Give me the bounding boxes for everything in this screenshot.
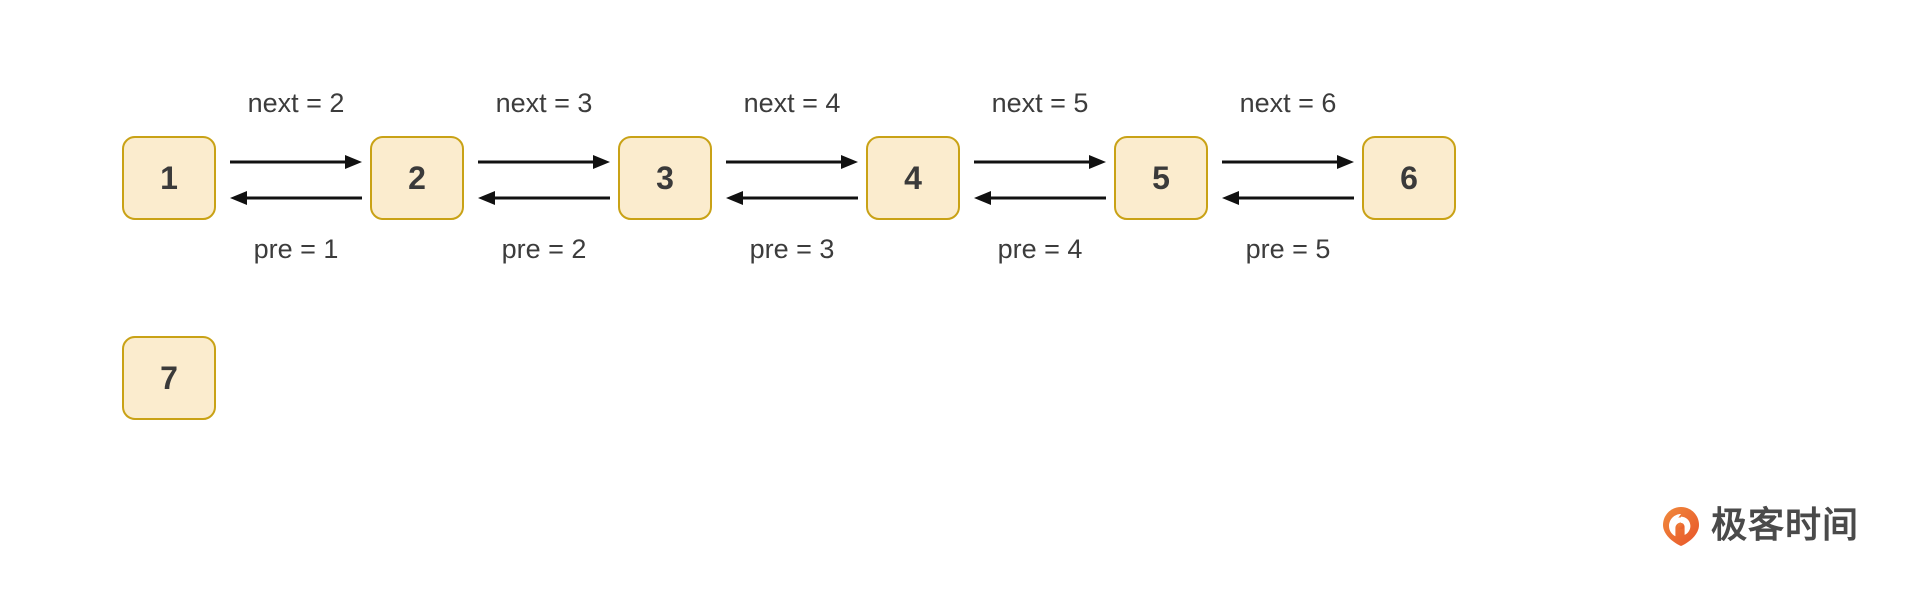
node-value-label: 4 bbox=[904, 160, 922, 196]
node-value-label: 3 bbox=[656, 160, 674, 196]
node-box-4: 4 bbox=[866, 136, 960, 220]
pre-pointer-label: pre = 2 bbox=[501, 234, 587, 264]
pre-pointer-label: pre = 5 bbox=[1245, 234, 1331, 264]
node-box-6: 6 bbox=[1362, 136, 1456, 220]
node-value-label: 5 bbox=[1152, 160, 1170, 196]
node-box-1: 1 bbox=[122, 136, 216, 220]
next-pointer-label: next = 3 bbox=[495, 88, 593, 118]
node-value-label: 7 bbox=[160, 360, 178, 396]
node-value-label: 1 bbox=[160, 160, 178, 196]
next-pointer-label: next = 2 bbox=[247, 88, 345, 118]
pre-pointer-label: pre = 3 bbox=[749, 234, 835, 264]
arrow-pair-icon bbox=[1222, 155, 1354, 205]
node-box-5: 5 bbox=[1114, 136, 1208, 220]
link-group-2-to-3: next = 3 pre = 2 bbox=[476, 90, 612, 263]
link-group-3-to-4: next = 4 pre = 3 bbox=[724, 90, 860, 263]
brand-logo: 极客时间 bbox=[1660, 505, 1859, 547]
next-pointer-label: next = 4 bbox=[743, 88, 841, 118]
node-value-label: 2 bbox=[408, 160, 426, 196]
arrow-pair-icon bbox=[726, 155, 858, 205]
node-box-7: 7 bbox=[122, 336, 216, 420]
arrow-pair-icon bbox=[974, 155, 1106, 205]
link-group-1-to-2: next = 2 pre = 1 bbox=[228, 90, 364, 263]
pre-pointer-label: pre = 4 bbox=[997, 234, 1083, 264]
node-box-2: 2 bbox=[370, 136, 464, 220]
geektime-pin-icon bbox=[1660, 505, 1702, 547]
arrow-pair-icon bbox=[478, 155, 610, 205]
link-group-4-to-5: next = 5 pre = 4 bbox=[972, 90, 1108, 263]
brand-name-label: 极客时间 bbox=[1711, 505, 1860, 546]
node-value-label: 6 bbox=[1400, 160, 1418, 196]
next-pointer-label: next = 5 bbox=[991, 88, 1089, 118]
link-group-5-to-6: next = 6 pre = 5 bbox=[1220, 90, 1356, 263]
next-pointer-label: next = 6 bbox=[1239, 88, 1337, 118]
arrow-pair-icon bbox=[230, 155, 362, 205]
node-box-3: 3 bbox=[618, 136, 712, 220]
pre-pointer-label: pre = 1 bbox=[253, 234, 339, 264]
